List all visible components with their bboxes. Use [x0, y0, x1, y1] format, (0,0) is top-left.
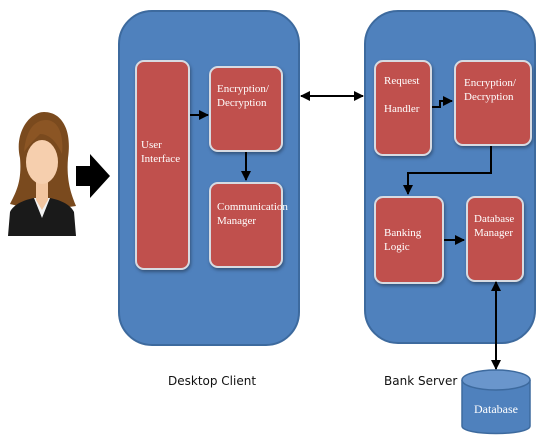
user-avatar-icon	[8, 112, 76, 236]
database-cylinder-icon	[461, 369, 531, 435]
arrow-encryption-to-banking	[403, 146, 492, 195]
user-interface-box: User Interface	[135, 60, 190, 270]
request-handler-box: Request Handler	[374, 60, 432, 156]
banking-logic-label: Banking Logic	[384, 227, 422, 253]
banking-logic-box: Banking Logic	[374, 196, 444, 284]
bank-server-caption: Bank Server	[384, 374, 458, 388]
block-arrow-right-icon	[76, 154, 110, 198]
desktop-client-caption: Desktop Client	[168, 374, 257, 388]
arrow-request-to-encryption	[432, 96, 453, 108]
server-encryption-label: Encryption/ Decryption	[464, 77, 516, 103]
database-manager-label: Database Manager	[474, 213, 515, 239]
communication-manager-box: Communication Manager	[209, 182, 288, 268]
client-encryption-label: Encryption/ Decryption	[217, 83, 269, 109]
user-interface-label: User Interface	[141, 139, 181, 165]
database-label: Database	[474, 402, 518, 416]
communication-manager-label: Communication Manager	[217, 201, 288, 227]
server-encryption-box: Encryption/ Decryption	[454, 60, 532, 146]
request-handler-label: Request Handler	[384, 75, 420, 115]
client-encryption-box: Encryption/ Decryption	[209, 66, 283, 152]
database-manager-box: Database Manager	[466, 196, 524, 282]
